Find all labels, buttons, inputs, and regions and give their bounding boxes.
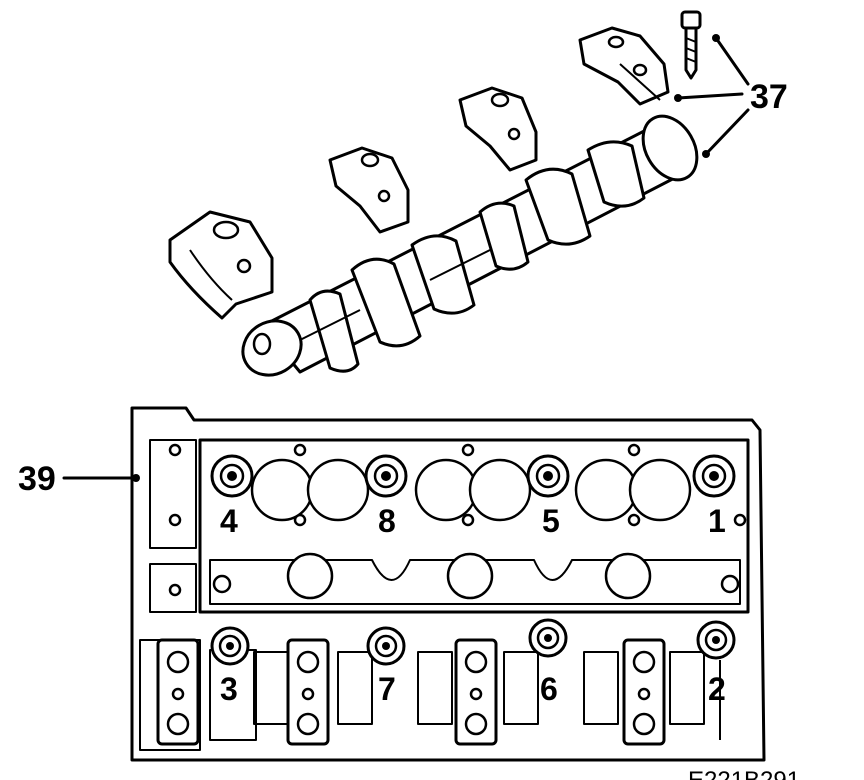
bolt-top-4 — [210, 454, 254, 498]
bolt-bottom-7 — [366, 626, 406, 666]
bolt-bottom-2 — [696, 620, 736, 660]
cap-bolt — [680, 10, 702, 80]
bearing-cap-rear — [578, 26, 670, 106]
bearing-cap-3 — [458, 86, 538, 172]
bearing-cap-front — [168, 210, 274, 320]
bolt-top-1 — [692, 454, 736, 498]
sequence-number-6: 6 — [540, 671, 558, 707]
bolt-top-5 — [526, 454, 570, 498]
bearing-cap-2 — [328, 146, 410, 234]
sequence-number-1: 1 — [708, 503, 726, 539]
sequence-number-2: 2 — [708, 671, 726, 707]
camshaft — [241, 114, 699, 377]
sequence-number-3: 3 — [220, 671, 238, 707]
cylinder-head — [130, 406, 766, 762]
figure-code: E221B291 — [688, 767, 800, 780]
sequence-number-5: 5 — [542, 503, 560, 539]
sequence-number-7: 7 — [378, 671, 396, 707]
callout-39: 39 — [18, 460, 56, 498]
bolt-top-8 — [364, 454, 408, 498]
callout-37: 37 — [750, 78, 788, 116]
bolt-bottom-3 — [210, 626, 250, 666]
sequence-number-4: 4 — [220, 503, 238, 539]
bolt-bottom-6 — [528, 618, 568, 658]
callout-37-leaders — [674, 34, 750, 158]
sequence-number-8: 8 — [378, 503, 396, 539]
